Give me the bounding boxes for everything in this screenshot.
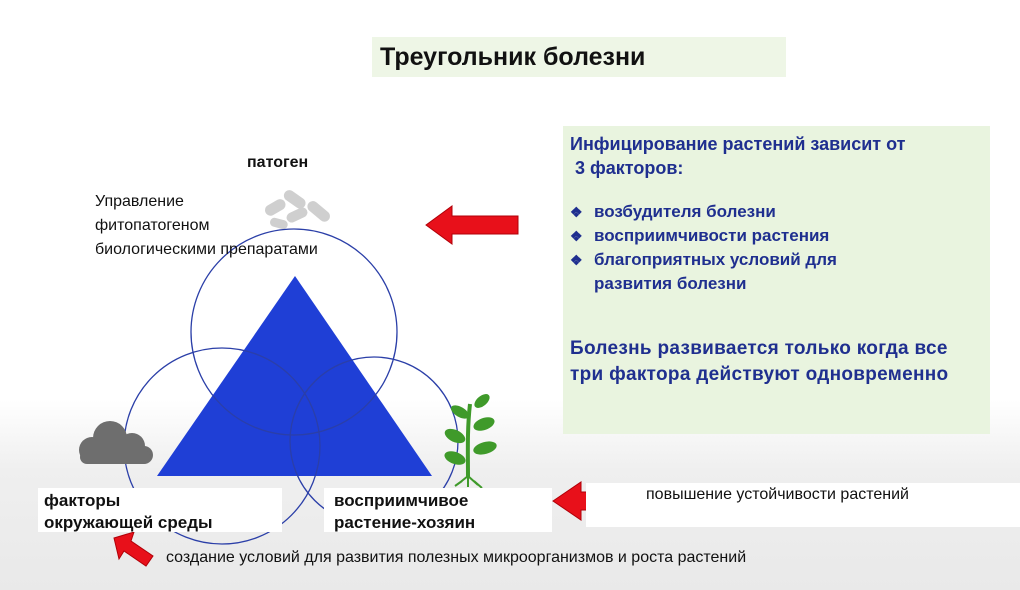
list-item: ❖ восприимчивости растения xyxy=(570,224,980,248)
management-line: Управление xyxy=(95,193,184,210)
factor-text: восприимчивости растения xyxy=(594,226,830,245)
environment-label-line: факторы xyxy=(44,491,121,510)
info-heading-line2: 3 факторов: xyxy=(575,158,684,178)
pathogen-circle xyxy=(190,228,398,436)
list-item: ❖ благоприятных условий для развития боле… xyxy=(570,248,980,296)
host-label-line: растение-хозяин xyxy=(334,513,476,532)
list-item: ❖ возбудителя болезни xyxy=(570,200,980,224)
diamond-bullet-icon: ❖ xyxy=(570,228,583,244)
infection-factors-box: Инфицирование растений зависит от 3 факт… xyxy=(563,126,990,434)
factor-text: возбудителя болезни xyxy=(594,202,776,221)
cloud-icon xyxy=(79,421,153,464)
conclusion-text: Болезнь развивается только когда все три… xyxy=(570,338,949,385)
host-label: восприимчивое растение-хозяин xyxy=(324,488,552,532)
factors-list: ❖ возбудителя болезни ❖ восприимчивости ра… xyxy=(570,200,980,296)
environment-measures-text: создание условий для развития полезных м… xyxy=(166,549,747,566)
bacteria-icon xyxy=(264,190,330,230)
host-label-line: восприимчивое xyxy=(334,491,469,510)
management-line: биологическими препаратами xyxy=(95,241,318,258)
arrow-to-pathogen-icon xyxy=(425,205,519,245)
slide-title: Треугольник болезни xyxy=(372,37,786,77)
factor-text: благоприятных условий для развития болез… xyxy=(594,250,837,293)
plant-icon xyxy=(444,394,497,489)
environment-label-line: окружающей среды xyxy=(44,513,213,532)
info-heading: Инфицирование растений зависит от xyxy=(570,134,906,154)
environment-label: факторы окружающей среды xyxy=(38,488,282,532)
pathogen-label: патоген xyxy=(247,154,309,171)
arrow-to-environment-icon xyxy=(113,531,154,567)
management-line: фитопатогеном xyxy=(95,217,210,234)
diamond-bullet-icon: ❖ xyxy=(570,204,583,220)
diamond-bullet-icon: ❖ xyxy=(570,252,583,268)
pathogen-management-text: Управление фитопатогеном биологическими … xyxy=(95,190,318,262)
disease-triangle xyxy=(157,276,432,476)
resistance-text: повышение устойчивости растений xyxy=(586,483,1020,527)
